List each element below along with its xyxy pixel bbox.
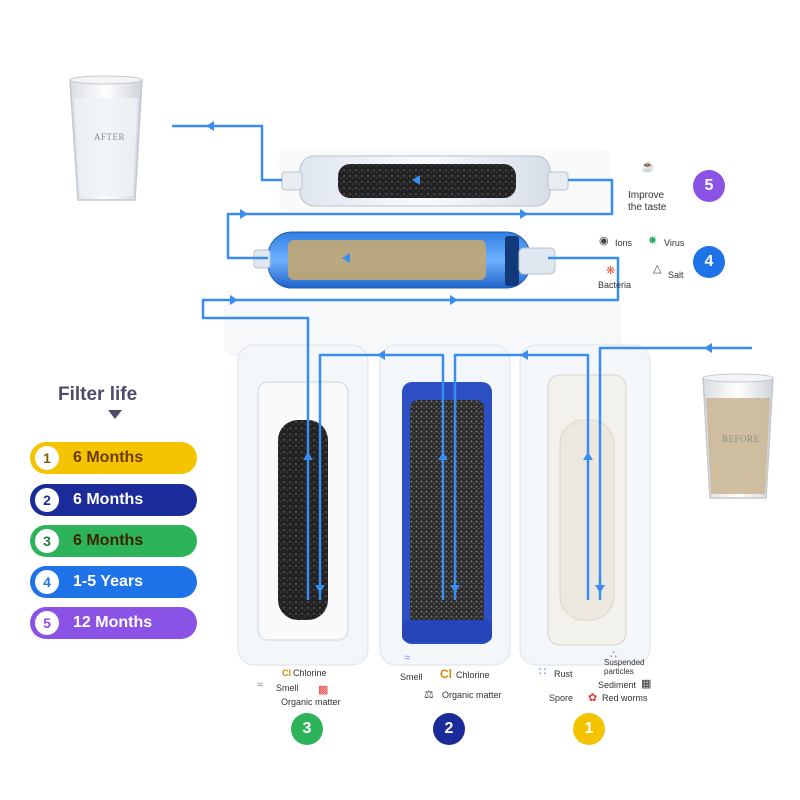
before-label: BEFORE bbox=[722, 434, 760, 444]
spore-label: Spore bbox=[549, 693, 574, 703]
smell-icon: ≈ bbox=[257, 679, 264, 691]
filter-life-num: 3 bbox=[35, 529, 59, 553]
filter-life-label: 1-5 Years bbox=[73, 573, 143, 590]
suspended-line-1: Suspended bbox=[604, 658, 645, 667]
after-glass bbox=[69, 75, 143, 201]
ro-membrane bbox=[253, 231, 556, 289]
rust-label: Rust bbox=[554, 669, 573, 679]
stage-2-badge: 2 bbox=[433, 713, 465, 745]
virus-icon: ✸ bbox=[648, 235, 658, 247]
improve-line-1: Improve bbox=[628, 190, 665, 201]
chevron-down-icon bbox=[108, 410, 122, 419]
particles-icon: ∴ bbox=[610, 649, 617, 661]
glass-icon: ☕ bbox=[641, 161, 655, 173]
organic-label: Organic matter bbox=[442, 690, 502, 700]
ions-icon: ◉ bbox=[599, 235, 609, 247]
stage-5-badge: 5 bbox=[693, 170, 725, 202]
after-label: AFTER bbox=[94, 132, 126, 142]
worm-icon: ✿ bbox=[588, 692, 598, 704]
improve-line-2: the taste bbox=[628, 202, 667, 213]
bacteria-label: Bacteria bbox=[598, 280, 632, 290]
filter-life-num: 1 bbox=[35, 446, 59, 470]
housing-1 bbox=[519, 344, 651, 666]
red-worms-label: Red worms bbox=[602, 693, 648, 703]
filter-life-item-2: 2 6 Months bbox=[30, 484, 197, 516]
smell-label: Smell bbox=[276, 683, 299, 693]
filter-life-title: Filter life bbox=[58, 384, 138, 405]
arrow-icon bbox=[206, 121, 712, 593]
filter-life-label: 12 Months bbox=[73, 614, 153, 631]
salt-icon: △ bbox=[653, 263, 662, 275]
filter-life-item-5: 5 12 Months bbox=[30, 607, 197, 639]
filter-life-item-3: 3 6 Months bbox=[30, 525, 197, 557]
before-glass bbox=[702, 373, 774, 499]
post-carbon-filter bbox=[281, 155, 569, 207]
smell-label: Smell bbox=[400, 672, 423, 682]
filter-life-num: 4 bbox=[35, 570, 59, 594]
chlorine-symbol: Cl bbox=[282, 668, 291, 678]
chlorine-label: Chlorine bbox=[293, 668, 327, 678]
salt-label: Salt bbox=[668, 270, 684, 280]
filter-life-label: 6 Months bbox=[73, 449, 144, 466]
chlorine-symbol: Cl bbox=[440, 667, 452, 681]
filter-life-label: 6 Months bbox=[73, 491, 144, 508]
sediment-icon: ▦ bbox=[641, 678, 652, 690]
organic-matter-icon: ▩ bbox=[318, 684, 329, 696]
stage-3-badge: 3 bbox=[291, 713, 323, 745]
filter-life-item-1: 1 6 Months bbox=[30, 442, 197, 474]
filter-life-num: 2 bbox=[35, 488, 59, 512]
sediment-label: Sediment bbox=[598, 680, 637, 690]
virus-label: Virus bbox=[664, 238, 685, 248]
organic-matter-icon: ⚖ bbox=[424, 689, 434, 701]
bacteria-icon: ❋ bbox=[606, 265, 616, 277]
housing-2 bbox=[379, 344, 511, 666]
flow-lines bbox=[172, 124, 752, 600]
stage-4-badge: 4 bbox=[693, 246, 725, 278]
ions-label: Ions bbox=[615, 238, 633, 248]
chlorine-label: Chlorine bbox=[456, 670, 490, 680]
filter-life-num: 5 bbox=[35, 611, 59, 635]
organic-label: Organic matter bbox=[281, 697, 341, 707]
stage-1-badge: 1 bbox=[573, 713, 605, 745]
rust-icon: ∷ bbox=[539, 666, 546, 678]
suspended-line-2: particles bbox=[604, 667, 634, 676]
filter-life-label: 6 Months bbox=[73, 532, 144, 549]
filter-life-item-4: 4 1-5 Years bbox=[30, 566, 197, 598]
housing-3 bbox=[237, 344, 369, 666]
smell-icon: ≈ bbox=[404, 652, 411, 664]
